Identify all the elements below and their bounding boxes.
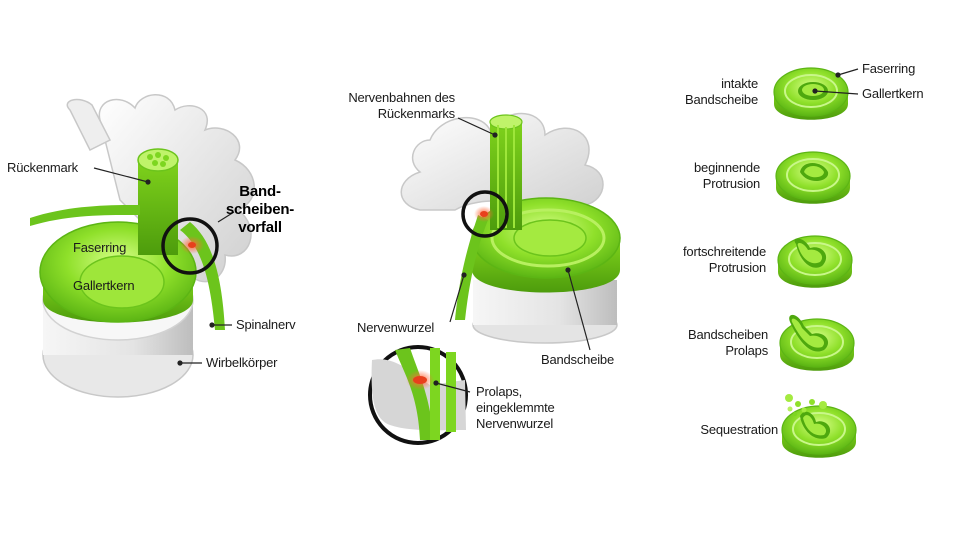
label-nucleus: Gallertkern (73, 278, 135, 293)
figure3-leaders (812, 68, 859, 95)
prolapse-highlight-circle (461, 190, 509, 238)
stage-label-prolapse: Bandscheiben Prolaps (688, 327, 768, 358)
label-annulus: Faserring (73, 240, 127, 255)
label-gel-core: Gallertkern (862, 86, 924, 101)
label-nerve-root: Nervenwurzel (357, 320, 435, 335)
nerve-root-2 (455, 215, 488, 320)
label-fiber-ring: Faserring (862, 61, 916, 76)
spinal-cord (138, 160, 178, 255)
spinal-cord-top (137, 148, 179, 172)
label-vertebral-body: Wirbelkörper (206, 355, 278, 370)
disc-progressive-protrusion (777, 235, 853, 288)
label-spinal-nerve: Spinalnerv (236, 317, 296, 332)
disc-sequestration (781, 394, 857, 458)
disc-beginning-protrusion (775, 151, 851, 204)
left-nerve (30, 205, 140, 226)
figure1-leaders (93, 167, 235, 366)
label-nerve-tracts: Nervenbahnen des Rückenmarks (348, 90, 455, 121)
zoom-inset (368, 345, 468, 445)
figure2-vertebra (368, 113, 621, 445)
stage-label-intact: intakte Bandscheibe (685, 76, 758, 107)
disc-intact (773, 67, 849, 120)
stage-label-beginning-protrusion: beginnende Protrusion (694, 160, 760, 191)
transverse-process (66, 98, 112, 152)
label-spinal-cord: Rückenmark (7, 160, 78, 175)
label-disc: Bandscheibe (541, 352, 614, 367)
spinal-nerve (180, 222, 225, 330)
herniation-highlight-circle (161, 217, 219, 275)
disc-prolapse (779, 314, 855, 371)
nucleus-pulposus (79, 255, 165, 309)
label-herniation: Band- scheiben- vorfall (225, 183, 295, 236)
sequestered-fragment (785, 394, 793, 402)
stage-label-progressive-protrusion: fortschreitende Protrusion (683, 244, 766, 275)
stage-label-sequestration: Sequestration (700, 422, 778, 437)
figure3-stages (773, 67, 859, 458)
figure1-vertebra (30, 94, 255, 398)
label-prolapse-note: Prolaps, eingeklemmte Nervenwurzel (476, 384, 555, 431)
figure2-leaders (433, 117, 591, 393)
